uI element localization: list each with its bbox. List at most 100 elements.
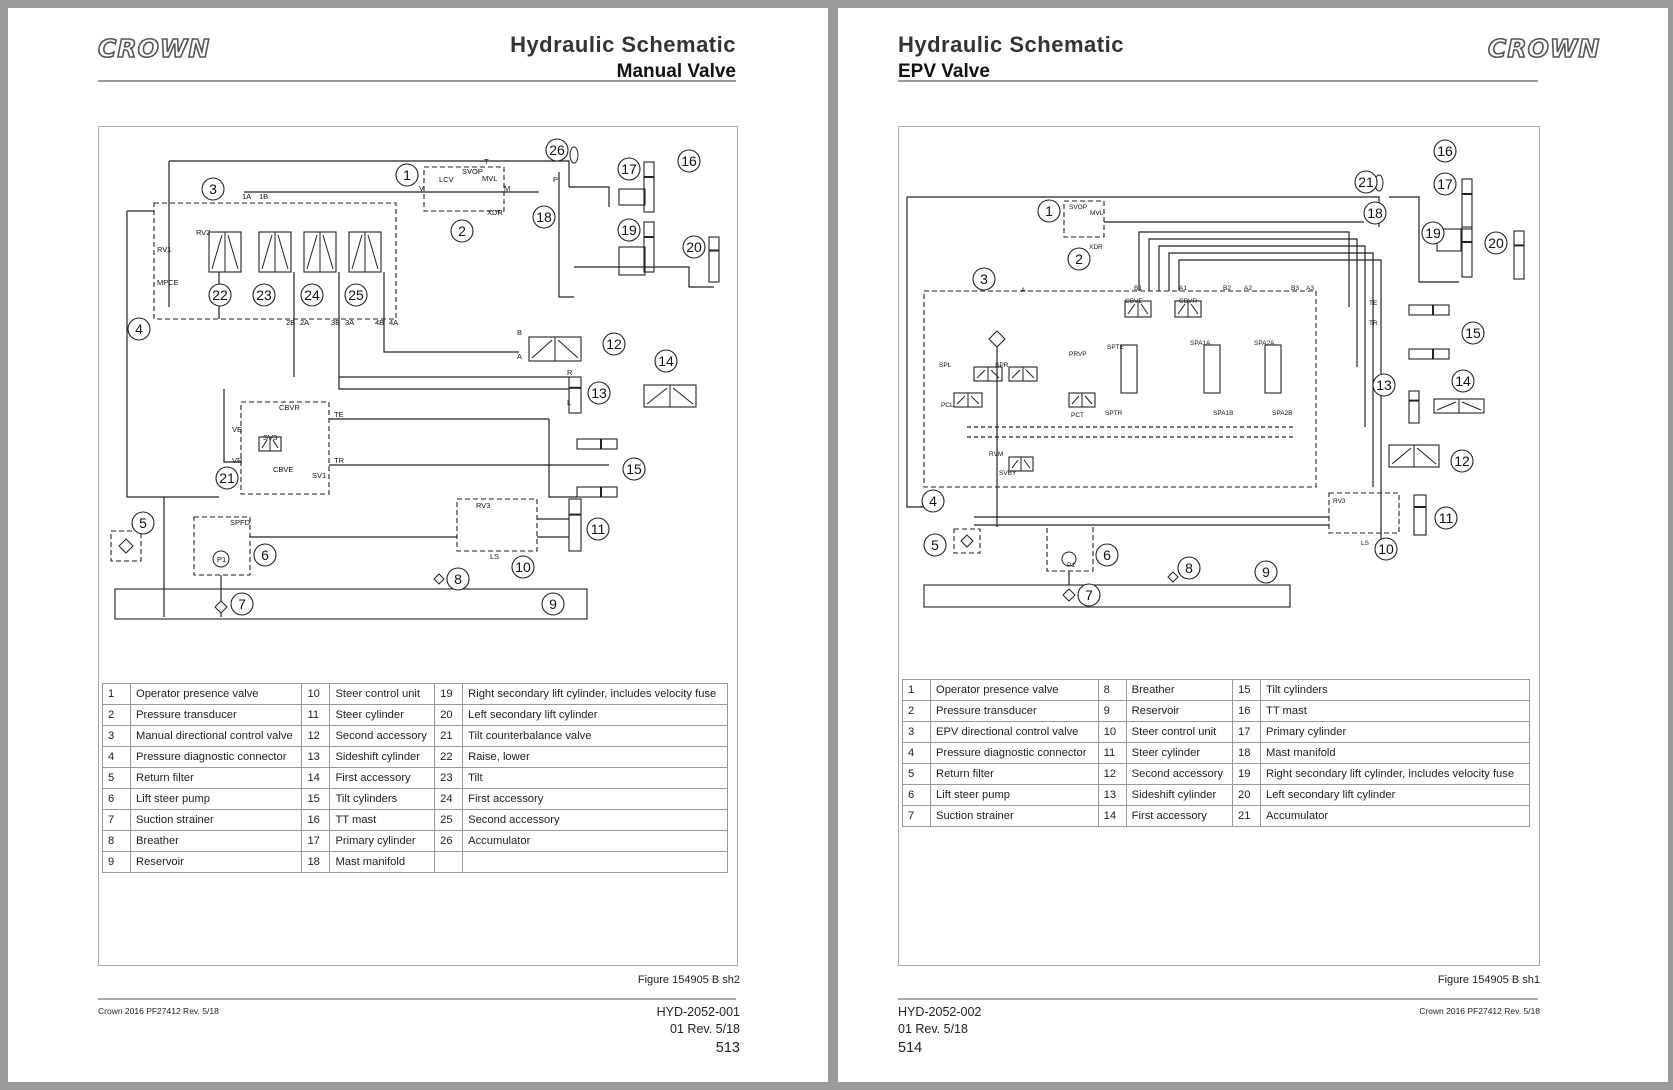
- legend-item-number: 4: [902, 742, 931, 764]
- legend-item-number: 26: [434, 830, 464, 852]
- legend-item-number: 4: [102, 746, 131, 768]
- callout-circle: [682, 235, 706, 259]
- port-label: SPA1A: [1190, 340, 1211, 347]
- port-label: LS: [1361, 540, 1370, 547]
- legend-item-number: 18: [301, 851, 331, 873]
- callout-circle: [587, 381, 611, 405]
- legend-item-description: Steer control unit: [329, 683, 436, 705]
- legend-item-description: Left secondary lift cylinder: [462, 704, 728, 726]
- flow-arrow: [1416, 447, 1437, 465]
- callout-circle: [972, 267, 996, 291]
- figure-label: Figure 154905 B sh2: [637, 974, 740, 986]
- tilt-counterbalance-valve: [240, 401, 330, 495]
- callout-number: 4: [135, 321, 143, 337]
- callout-circle: [545, 138, 569, 162]
- legend-item-number: 23: [434, 767, 464, 789]
- legend-item-number: 15: [301, 788, 331, 810]
- steer-control-unit: [1328, 492, 1400, 534]
- legend-item-description: TT mast: [1259, 700, 1531, 722]
- flow-arrow: [990, 369, 1000, 379]
- callout-circle: [253, 543, 277, 567]
- doc-number-block: HYD-2052-001 01 Rev. 5/18: [657, 1004, 740, 1038]
- port-label: SPTR: [1105, 410, 1123, 417]
- callout-circle: [230, 592, 254, 616]
- hydraulic-line: [383, 272, 519, 353]
- callout-number: 14: [1455, 373, 1471, 389]
- port-label: PCT: [1071, 412, 1084, 419]
- flow-arrow: [351, 234, 363, 270]
- legend-item-description: First accessory: [462, 788, 728, 810]
- port-label: SVOP: [462, 167, 483, 176]
- header-rule: [898, 80, 1538, 82]
- legend-item-description: Suction strainer: [930, 805, 1099, 827]
- callout-circle: [252, 283, 276, 307]
- callout-number: 19: [621, 222, 637, 238]
- callout-circle: [622, 457, 646, 481]
- callout-number: 5: [931, 537, 939, 553]
- cylinder-body: [568, 376, 582, 414]
- callout-circle: [602, 332, 626, 356]
- hydraulic-line: [1158, 245, 1366, 427]
- port-label: P: [553, 175, 558, 184]
- port-label: B1: [1134, 285, 1142, 292]
- page-title: Hydraulic Schematic: [898, 32, 1124, 57]
- legend-item-description: EPV directional control valve: [930, 721, 1099, 743]
- port-label: MVL: [482, 174, 497, 183]
- legend-item-description: Raise, lower: [462, 746, 728, 768]
- callout-number: 9: [549, 596, 557, 612]
- legend-item-number: 20: [434, 704, 464, 726]
- legend-item-description: Steer cylinder: [1125, 742, 1233, 764]
- callout-number: 4: [929, 493, 937, 509]
- legend-item-number: 5: [102, 767, 131, 789]
- legend-item-description: Tilt: [462, 767, 728, 789]
- flow-arrow: [1071, 395, 1080, 405]
- flow-arrow: [261, 234, 273, 270]
- port-label: P1: [217, 555, 226, 564]
- callout-number: 15: [1465, 325, 1481, 341]
- callout-number: 9: [1262, 564, 1270, 580]
- proportional-valve: [1120, 344, 1138, 394]
- port-label: 1B: [259, 192, 268, 201]
- port-label: MVL: [1090, 210, 1104, 217]
- filter-symbol: [118, 538, 134, 554]
- callout-number: 18: [536, 209, 552, 225]
- hydraulic-line: [1178, 259, 1382, 547]
- filter-symbol: [988, 330, 1006, 348]
- legend-item-number: 20: [1231, 784, 1261, 806]
- cylinder-body: [576, 438, 618, 450]
- flow-arrow: [1177, 303, 1186, 315]
- pump-symbol: [212, 550, 230, 568]
- legend-item-number: 7: [902, 805, 931, 827]
- callout-number: 6: [1103, 547, 1111, 563]
- callout-number: 7: [1085, 587, 1093, 603]
- port-label: LS: [490, 552, 499, 561]
- flow-arrow: [672, 387, 694, 405]
- doc-number: HYD-2052-001: [656, 1005, 740, 1019]
- callout-number: 12: [606, 336, 622, 352]
- callout-circle: [921, 489, 945, 513]
- port-label: SPA2A: [1254, 340, 1275, 347]
- callout-number: 21: [219, 470, 235, 486]
- hydraulic-line: [223, 389, 241, 463]
- legend-item-number: 24: [434, 788, 464, 810]
- callout-number: 8: [1185, 560, 1193, 576]
- figure-label: Figure 154905 B sh1: [1437, 974, 1540, 986]
- callout-number: 26: [549, 142, 565, 158]
- legend-item-description: Mast manifold: [1259, 742, 1531, 764]
- filter-symbol: [960, 534, 974, 548]
- callout-number: 12: [1454, 453, 1470, 469]
- port-label: SV1: [312, 471, 326, 480]
- callout-number: 13: [591, 385, 607, 401]
- port-label: SV3: [263, 433, 277, 442]
- callout-number: 14: [658, 353, 674, 369]
- legend-item-description: First accessory: [329, 767, 436, 789]
- directional-control-valve: [153, 202, 397, 320]
- cylinder-body: [1461, 226, 1473, 278]
